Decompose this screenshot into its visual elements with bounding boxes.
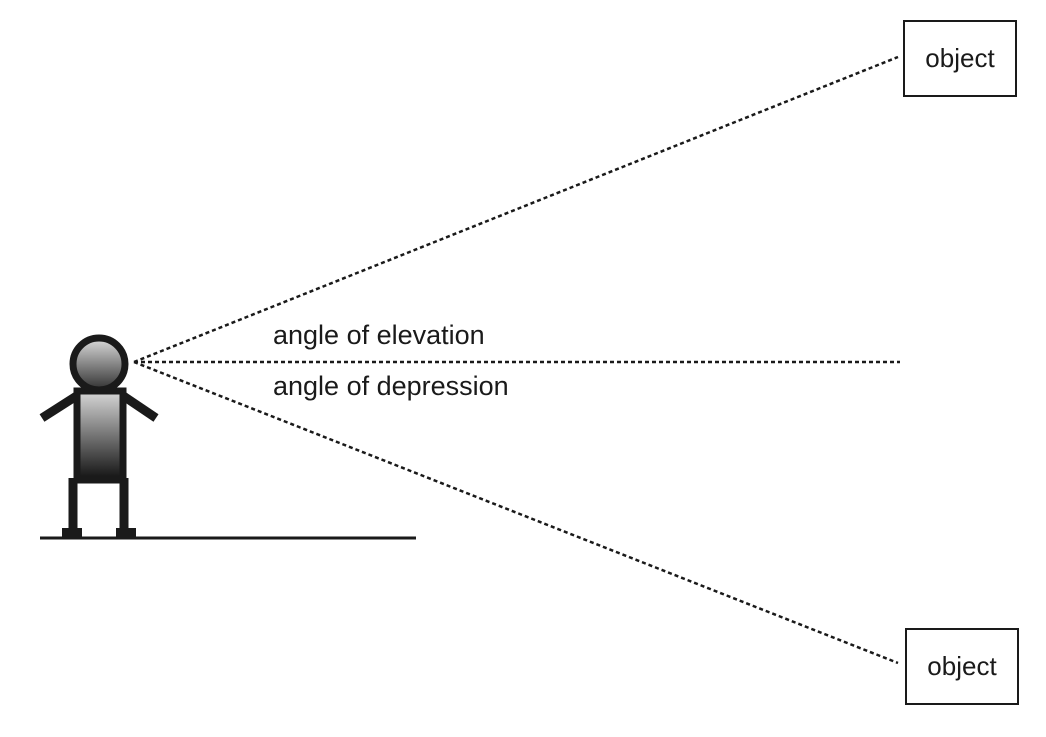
observer-figure	[39, 334, 159, 537]
line-of-sight-elevation	[133, 55, 899, 364]
object-box-bottom: object	[905, 628, 1019, 705]
observer-left-arm	[39, 391, 81, 422]
object-top-label: object	[925, 43, 995, 73]
object-bottom-label: object	[927, 651, 997, 681]
observer-left-foot	[62, 528, 82, 537]
observer-head	[69, 334, 129, 394]
observer-torso	[73, 387, 127, 484]
angle-of-depression-label: angle of depression	[273, 371, 509, 401]
angle-of-elevation-label: angle of elevation	[273, 320, 485, 350]
object-box-top: object	[903, 20, 1017, 97]
line-of-sight-depression	[133, 360, 899, 665]
observer-right-foot	[116, 528, 136, 537]
observer-right-arm	[119, 391, 159, 422]
